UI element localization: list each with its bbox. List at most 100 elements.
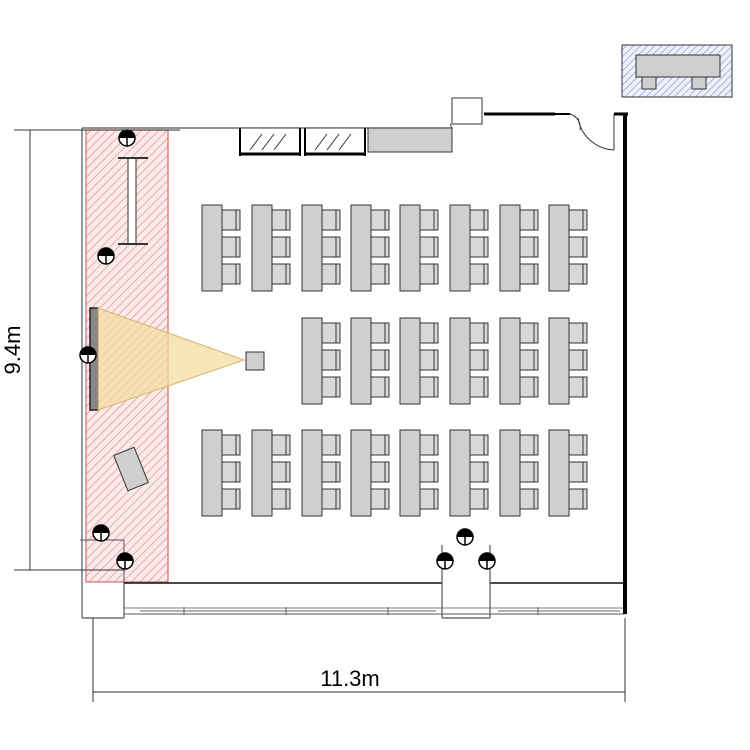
whiteboard-stand	[118, 157, 148, 245]
chair	[221, 209, 241, 231]
desk-group	[301, 429, 341, 517]
chair	[271, 434, 291, 456]
chair	[321, 434, 341, 456]
desk	[399, 317, 421, 405]
desk-group	[548, 204, 588, 292]
ceiling-speaker-icon	[79, 346, 97, 364]
dimension-lines	[14, 129, 626, 702]
lectern	[113, 446, 149, 492]
chair	[419, 322, 439, 344]
ceiling-speaker-icon	[116, 552, 134, 570]
chair	[419, 263, 439, 285]
desk	[499, 429, 521, 517]
desk	[499, 204, 521, 292]
speakers	[79, 129, 496, 570]
desk	[301, 317, 323, 405]
chair	[519, 209, 539, 231]
chair	[519, 488, 539, 510]
chair	[370, 263, 390, 285]
desk-layout	[201, 204, 588, 517]
desk-group	[449, 317, 489, 405]
chair	[321, 349, 341, 371]
desk	[350, 317, 372, 405]
chair	[370, 349, 390, 371]
chair	[568, 434, 588, 456]
pillar	[451, 97, 483, 125]
ceiling-speaker-icon	[436, 552, 454, 570]
desk-group	[201, 204, 241, 292]
chair	[519, 263, 539, 285]
chair	[419, 349, 439, 371]
chair	[568, 488, 588, 510]
height-dimension-label: 9.4m	[0, 326, 25, 375]
desk	[251, 204, 273, 292]
chair	[469, 349, 489, 371]
chair	[221, 263, 241, 285]
chair	[519, 434, 539, 456]
chair	[321, 236, 341, 258]
desk-group	[301, 204, 341, 292]
desk	[449, 204, 471, 292]
chair	[271, 488, 291, 510]
desk-group	[499, 204, 539, 292]
inset-legend	[621, 44, 733, 98]
chair	[370, 461, 390, 483]
ceiling-speaker-icon	[478, 552, 496, 570]
desk-group	[399, 429, 439, 517]
ceiling-speaker-icon	[97, 247, 115, 265]
chair	[321, 263, 341, 285]
chair	[568, 461, 588, 483]
chair	[568, 236, 588, 258]
chair	[321, 209, 341, 231]
desk	[350, 429, 372, 517]
projector-icon	[245, 351, 265, 371]
chair	[321, 488, 341, 510]
chair	[469, 322, 489, 344]
chair	[469, 434, 489, 456]
desk	[301, 204, 323, 292]
desk-group	[449, 429, 489, 517]
desk	[301, 429, 323, 517]
desk-group	[449, 204, 489, 292]
chair	[271, 236, 291, 258]
desk-group	[350, 204, 390, 292]
chair	[469, 209, 489, 231]
chair	[469, 488, 489, 510]
chair	[271, 209, 291, 231]
chair	[419, 376, 439, 398]
chair	[370, 488, 390, 510]
desk	[201, 204, 223, 292]
chair	[419, 488, 439, 510]
chair	[370, 376, 390, 398]
desk-group	[350, 429, 390, 517]
desk	[201, 429, 223, 517]
chair	[568, 263, 588, 285]
chair	[419, 461, 439, 483]
desk-group	[548, 429, 588, 517]
width-dimension-label: 11.3m	[320, 666, 380, 691]
chair	[519, 376, 539, 398]
desk	[350, 204, 372, 292]
wall-cabinets	[239, 127, 453, 156]
desk-group	[251, 204, 291, 292]
chair	[321, 461, 341, 483]
desk-group	[499, 429, 539, 517]
door-swing-icon	[555, 113, 615, 151]
desk	[548, 429, 570, 517]
desk-group	[548, 317, 588, 405]
desk-group	[399, 317, 439, 405]
desk	[251, 429, 273, 517]
chair	[519, 349, 539, 371]
chair	[370, 434, 390, 456]
desk-group	[399, 204, 439, 292]
chair	[419, 236, 439, 258]
chair	[221, 434, 241, 456]
desk	[449, 429, 471, 517]
desk	[548, 204, 570, 292]
chair	[221, 488, 241, 510]
desk-group	[201, 429, 241, 517]
desk	[399, 429, 421, 517]
chair	[469, 263, 489, 285]
chair	[519, 461, 539, 483]
